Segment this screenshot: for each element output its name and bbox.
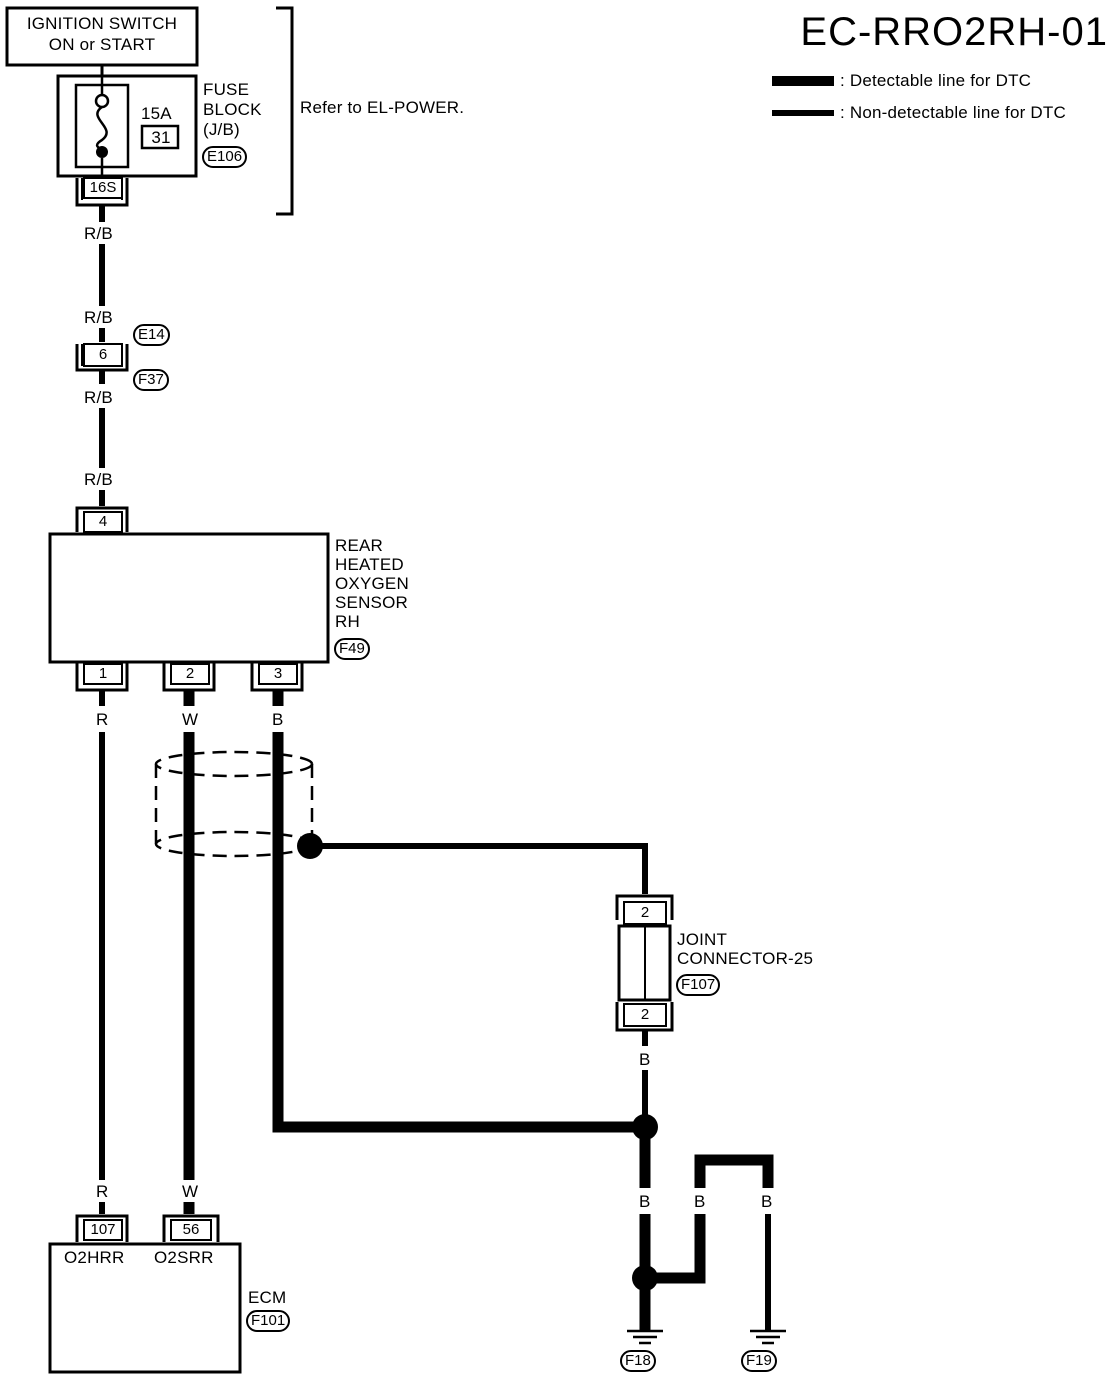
ecm-pin-56: 56	[182, 1221, 200, 1238]
wire-label-w-top: W	[182, 710, 199, 729]
ecm-connector-f101: F101	[246, 1310, 291, 1332]
fuse-number-box	[140, 124, 180, 150]
wire-b-branch	[645, 1214, 706, 1284]
sensor-pin-4-box	[83, 511, 123, 533]
fuse-block-connector-e106: E106	[202, 146, 248, 168]
joint-connector-label-1: JOINT	[677, 930, 728, 949]
fuse-element-icon	[95, 105, 108, 151]
wire-label-b-ground-2: B	[694, 1192, 706, 1211]
joint-connector-label-2: CONNECTOR-25	[677, 949, 814, 968]
sensor-label-1: REAR	[335, 536, 384, 555]
sensor-connector-f49: F49	[334, 638, 370, 660]
fuse-block-box	[56, 74, 198, 178]
wire-label-b-joint: B	[639, 1050, 651, 1069]
ecm-pin-107: 107	[90, 1221, 116, 1238]
fuse-bottom-terminal	[96, 146, 108, 158]
wire-label-b-ground: B	[639, 1192, 651, 1211]
joint-connector-pin-top: 2	[640, 904, 650, 921]
wire-label-rb-3: R/B	[84, 388, 113, 407]
inline-connector-pin: 6	[98, 346, 108, 363]
fuse-rating: 15A	[141, 104, 172, 123]
sensor-label-2: HEATED	[335, 555, 404, 574]
wire-label-w-bottom: W	[182, 1182, 199, 1201]
legend-non-detectable-label: : Non-detectable line for DTC	[840, 103, 1066, 122]
sensor-label-4: SENSOR	[335, 593, 408, 612]
fuse-top-terminal	[94, 93, 110, 109]
fuse-number: 31	[151, 128, 171, 147]
wire-label-b-top: B	[272, 710, 284, 729]
refer-el-power: Refer to EL-POWER.	[300, 98, 465, 117]
fuse-block-label-1: FUSE	[203, 80, 250, 99]
joint-connector-f107: F107	[676, 974, 721, 996]
ecm-terminal-o2hrr: O2HRR	[64, 1248, 125, 1267]
ecm-terminal-o2srr: O2SRR	[154, 1248, 214, 1267]
wire-label-b-ground-3: B	[761, 1192, 773, 1211]
sensor-pin-3: 3	[273, 665, 283, 682]
wire-shield-drain	[310, 843, 648, 894]
shield-icon	[154, 750, 314, 858]
joint-connector-pin-bottom: 2	[640, 1006, 650, 1023]
page-title: EC-RRO2RH-01	[800, 10, 1108, 54]
wire-label-rb-2: R/B	[84, 308, 113, 327]
legend-detectable-label: : Detectable line for DTC	[840, 71, 1032, 90]
sensor-pin-1: 1	[98, 665, 108, 682]
ignition-switch-label-2: ON or START	[48, 35, 156, 54]
ignition-switch-label-1: IGNITION SWITCH	[26, 14, 178, 33]
ecm-pin-56-connector	[162, 1214, 220, 1242]
wire-label-rb-1: R/B	[84, 224, 113, 243]
refer-bracket	[276, 6, 294, 216]
sensor-pin-4: 4	[98, 513, 108, 530]
ground-f18-label: F18	[620, 1350, 656, 1372]
ground-f19-label: F19	[741, 1350, 777, 1372]
wire-label-r-bottom: R	[96, 1182, 109, 1201]
connector-f37: F37	[133, 369, 169, 391]
ground-f18-icon	[627, 1329, 663, 1345]
wire-label-rb-4: R/B	[84, 470, 113, 489]
wire-b	[272, 732, 645, 1133]
sensor-pin-2: 2	[185, 665, 195, 682]
ecm-label: ECM	[248, 1288, 287, 1307]
ground-f19-icon	[750, 1329, 786, 1345]
rear-heated-oxygen-sensor-box	[48, 532, 330, 664]
sensor-label-3: OXYGEN	[335, 574, 409, 593]
wire-label-r-top: R	[96, 710, 109, 729]
sensor-label-5: RH	[335, 612, 360, 631]
fuse-terminal-16s: 16S	[89, 179, 117, 196]
ecm-pin-107-connector	[75, 1214, 129, 1242]
fuse-block-label-2: BLOCK	[203, 100, 262, 119]
ecm-box	[48, 1242, 242, 1374]
fuse-block-label-3: (J/B)	[203, 120, 240, 139]
connector-e14: E14	[133, 324, 170, 346]
